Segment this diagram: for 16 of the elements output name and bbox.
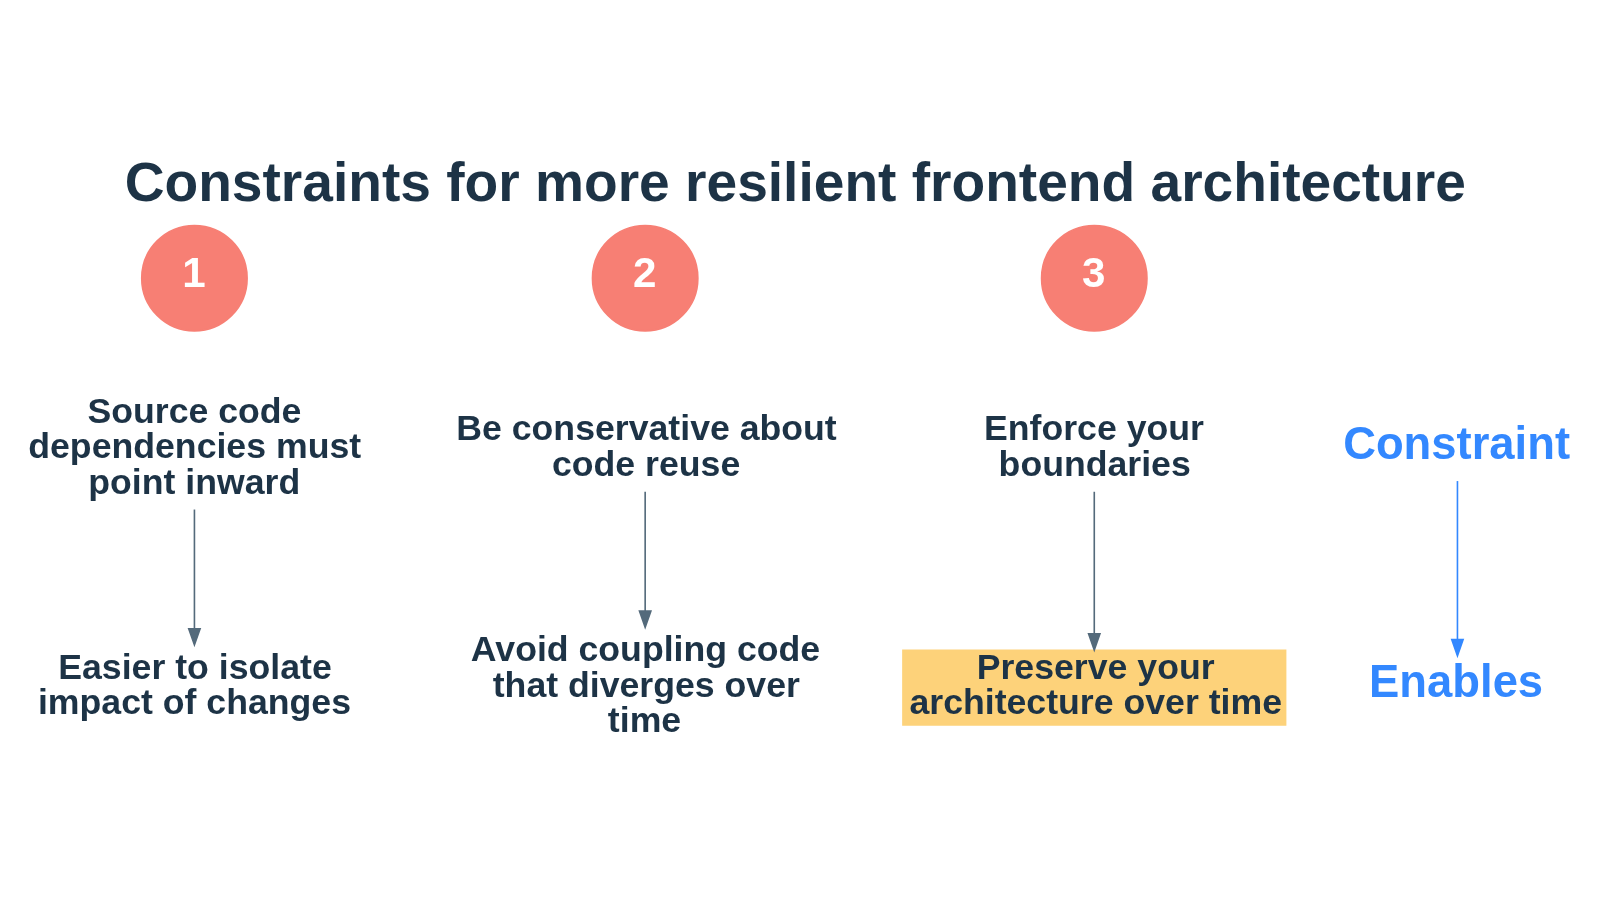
arrow bbox=[1087, 490, 1102, 653]
node-circle: 3 bbox=[1040, 224, 1148, 332]
node-circle: 2 bbox=[591, 224, 699, 332]
node-text: Source code dependencies must point inward bbox=[28, 390, 362, 502]
node-text: Avoid coupling code that diverges over time bbox=[470, 628, 821, 741]
arrow bbox=[638, 490, 652, 630]
node-circle: 1 bbox=[140, 224, 248, 332]
node-box: Preserve your architecture over time bbox=[902, 649, 1287, 726]
node-text: Constraint bbox=[1343, 417, 1571, 469]
node-text: Enables bbox=[1369, 656, 1544, 708]
arrow bbox=[1450, 480, 1465, 659]
node-text: Be conservative about code reuse bbox=[456, 408, 837, 485]
node-text: Easier to isolate impact of changes bbox=[37, 646, 352, 723]
arrow bbox=[187, 508, 202, 648]
node-text: Enforce your boundaries bbox=[984, 408, 1204, 485]
diagram-title: Constraints for more resilient frontend architecture bbox=[124, 151, 1466, 214]
